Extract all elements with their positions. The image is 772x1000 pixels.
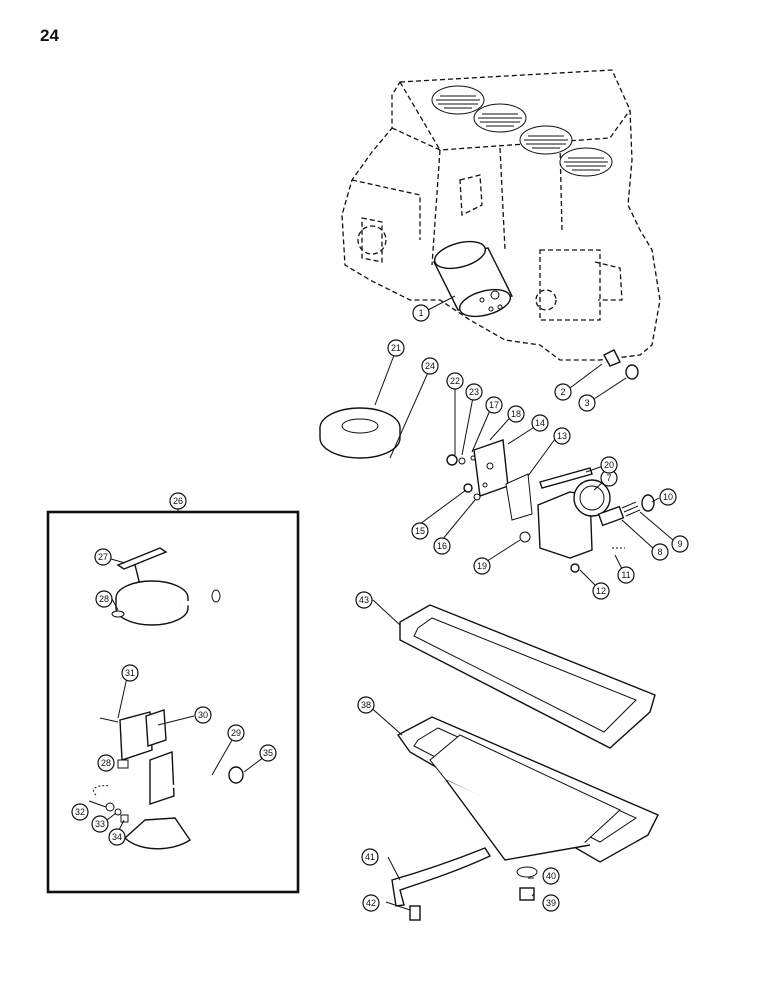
callout-1: 1	[412, 304, 430, 322]
svg-text:32: 32	[75, 807, 85, 817]
callout-24: 24	[421, 357, 439, 375]
callout-22: 22	[446, 372, 464, 390]
svg-text:1: 1	[418, 308, 423, 318]
callout-23: 23	[465, 383, 483, 401]
callout-10: 10	[659, 488, 677, 506]
svg-text:43: 43	[359, 595, 369, 605]
svg-text:16: 16	[437, 541, 447, 551]
svg-text:38: 38	[361, 700, 371, 710]
svg-text:9: 9	[677, 539, 682, 549]
svg-text:23: 23	[469, 387, 479, 397]
callout-12: 12	[592, 582, 610, 600]
callout-34: 34	[108, 828, 126, 846]
oil-pump-assembly	[319, 349, 655, 573]
callout-9: 9	[671, 535, 689, 553]
svg-text:18: 18	[511, 409, 521, 419]
callout-29: 29	[227, 724, 245, 742]
svg-text:39: 39	[546, 898, 556, 908]
callout-3: 3	[578, 394, 596, 412]
leader-lines	[88, 295, 674, 911]
callout-30: 30	[194, 706, 212, 724]
callout-15: 15	[411, 522, 429, 540]
callout-11: 11	[617, 566, 635, 584]
svg-text:13: 13	[557, 431, 567, 441]
callout-40: 40	[542, 867, 560, 885]
callout-28-upper: 28	[95, 590, 113, 608]
svg-text:29: 29	[231, 728, 241, 738]
svg-text:11: 11	[621, 570, 630, 580]
svg-text:2: 2	[560, 387, 565, 397]
svg-text:20: 20	[604, 460, 614, 470]
callout-28-lower: 28	[97, 754, 115, 772]
oil-pan-gasket	[399, 604, 656, 749]
svg-text:33: 33	[95, 819, 105, 829]
callout-16: 16	[433, 537, 451, 555]
svg-text:15: 15	[415, 526, 425, 536]
svg-text:27: 27	[98, 552, 108, 562]
callout-14: 14	[531, 414, 549, 432]
callout-18: 18	[507, 405, 525, 423]
page-number: 24	[40, 26, 59, 45]
svg-text:28: 28	[101, 758, 111, 768]
svg-text:42: 42	[366, 898, 376, 908]
svg-text:24: 24	[425, 361, 435, 371]
svg-text:19: 19	[477, 561, 487, 571]
callout-8: 8	[651, 543, 669, 561]
svg-text:41: 41	[365, 852, 375, 862]
callout-43: 43	[355, 591, 373, 609]
callout-41: 41	[361, 848, 379, 866]
svg-text:21: 21	[391, 343, 401, 353]
callout-39: 39	[542, 894, 560, 912]
pan-bracket	[391, 847, 538, 921]
callout-19: 19	[473, 557, 491, 575]
svg-text:35: 35	[263, 748, 273, 758]
svg-text:30: 30	[198, 710, 208, 720]
svg-text:7: 7	[606, 473, 611, 483]
callout-35: 35	[259, 744, 277, 762]
callout-33: 33	[91, 815, 109, 833]
oil-filter	[432, 240, 514, 318]
svg-text:3: 3	[584, 398, 589, 408]
callout-32: 32	[71, 803, 89, 821]
svg-text:31: 31	[125, 668, 135, 678]
callout-42: 42	[362, 894, 380, 912]
svg-text:40: 40	[546, 871, 556, 881]
svg-text:28: 28	[99, 594, 109, 604]
callout-38: 38	[357, 696, 375, 714]
callout-31: 31	[121, 664, 139, 682]
callout-17: 17	[485, 396, 503, 414]
svg-text:22: 22	[450, 376, 460, 386]
engine-block-outline	[341, 69, 661, 361]
oil-pan	[396, 716, 659, 863]
callout-20: 20	[600, 456, 618, 474]
svg-text:14: 14	[535, 418, 545, 428]
callout-inset: 26	[169, 492, 187, 510]
svg-text:12: 12	[596, 586, 606, 596]
svg-text:10: 10	[663, 492, 673, 502]
callout-2: 2	[554, 383, 572, 401]
svg-text:8: 8	[657, 547, 662, 557]
cylinder-bores	[431, 85, 613, 177]
callout-13: 13	[553, 427, 571, 445]
inset-panel	[46, 509, 300, 894]
svg-text:26: 26	[173, 496, 183, 506]
svg-text:34: 34	[112, 832, 122, 842]
svg-text:17: 17	[489, 400, 499, 410]
callout-21: 21	[387, 339, 405, 357]
callout-27: 27	[94, 548, 112, 566]
